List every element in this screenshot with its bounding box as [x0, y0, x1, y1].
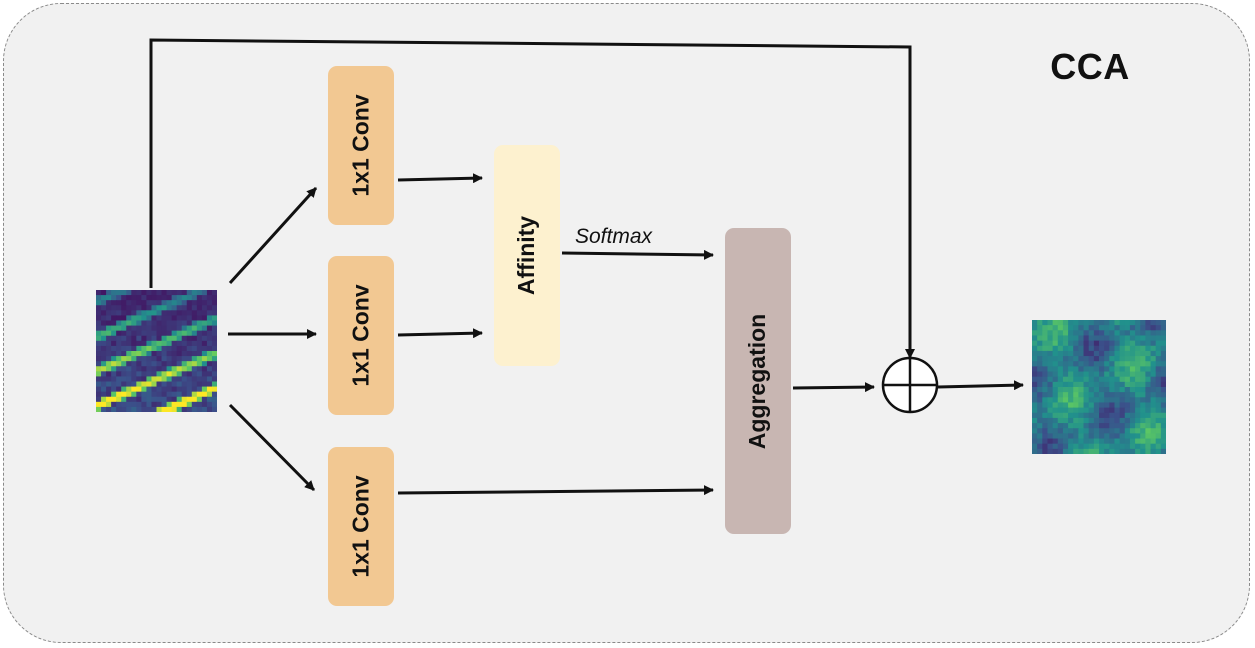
aggregation-block-label: Aggregation [744, 313, 771, 449]
skip-connection-arrow [149, 38, 915, 359]
input-feature-map-image [96, 290, 217, 412]
output-feature-map-image [1032, 320, 1166, 454]
conv-block-bottom-label: 1x1 Conv [347, 475, 374, 578]
softmax-label: Softmax [575, 225, 653, 248]
aggregation-block: Aggregation [725, 228, 791, 534]
arrow-conv-middle-to-affinity [397, 328, 483, 339]
module-title: CCA [1050, 46, 1130, 87]
conv-block-top: 1x1 Conv [328, 66, 394, 225]
arrow-input-to-conv-bottom [228, 403, 316, 492]
conv-block-top-label: 1x1 Conv [347, 94, 374, 197]
conv-block-middle-label: 1x1 Conv [347, 284, 374, 387]
conv-block-bottom: 1x1 Conv [328, 447, 394, 606]
arrow-aggregation-to-sum [792, 382, 875, 393]
affinity-block-label: Affinity [513, 215, 540, 296]
affinity-block: Affinity [494, 145, 560, 366]
conv-block-middle: 1x1 Conv [328, 256, 394, 415]
arrow-sum-to-output [937, 380, 1024, 391]
sum-node-icon [881, 356, 939, 414]
arrow-conv-top-to-affinity [397, 173, 483, 184]
arrow-affinity-to-aggregation [561, 249, 714, 260]
arrow-input-to-conv-top [228, 186, 318, 285]
arrow-conv-bottom-to-aggregation [397, 485, 714, 496]
